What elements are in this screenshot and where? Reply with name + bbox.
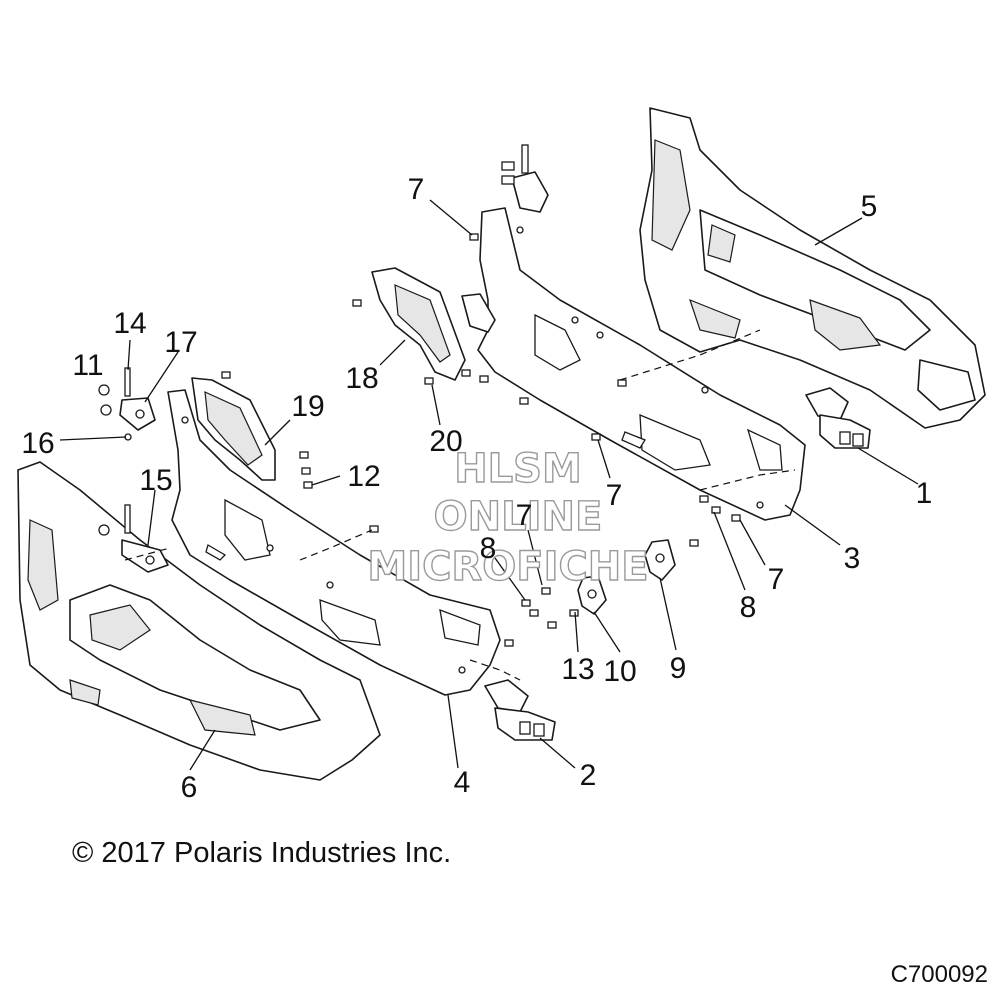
callout-3: 3 — [844, 542, 861, 575]
callout-5: 5 — [861, 190, 878, 223]
callout-11: 11 — [72, 349, 103, 382]
part-2-latch — [484, 679, 556, 741]
callout-7-lower: 7 — [516, 499, 533, 532]
callout-18: 18 — [345, 362, 378, 395]
top-bracket — [461, 144, 549, 333]
callout-14: 14 — [113, 307, 146, 340]
part-4-front-mounting-plate — [167, 389, 501, 696]
callout-20: 20 — [429, 425, 462, 458]
callout-4: 4 — [454, 766, 471, 799]
watermark: HLSM ONLINE MICROFICHE — [367, 445, 650, 590]
part-15-hinge-bracket — [121, 539, 169, 573]
callout-17: 17 — [164, 326, 197, 359]
part-5-rear-cover — [639, 107, 986, 429]
watermark-line-2: ONLINE — [434, 494, 603, 540]
part-10-plate — [577, 575, 607, 615]
callout-15: 15 — [139, 464, 172, 497]
part-1-latch — [805, 387, 871, 449]
watermark-line-1: HLSM — [454, 446, 582, 492]
callout-labels: 1 2 3 4 5 6 7 7 7 7 8 8 9 10 11 12 13 14… — [21, 173, 932, 804]
callout-7-center: 7 — [606, 479, 623, 512]
callout-8-left: 8 — [480, 532, 497, 565]
callout-7-right: 7 — [768, 563, 785, 596]
part-18-bracket-shield — [371, 267, 466, 381]
callout-6: 6 — [181, 771, 198, 804]
callout-7-top: 7 — [408, 173, 425, 206]
callout-13: 13 — [561, 653, 594, 686]
callout-10: 10 — [603, 655, 636, 688]
callout-19: 19 — [291, 390, 324, 423]
part-19-bracket-shield — [191, 377, 276, 481]
part-6-front-cover — [17, 461, 381, 781]
leader-lines — [59, 199, 919, 771]
figure-code: C700092 — [891, 961, 988, 988]
part-9-plate — [644, 539, 676, 581]
callout-8-right: 8 — [740, 591, 757, 624]
callout-9: 9 — [670, 652, 687, 685]
watermark-line-3: MICROFICHE — [367, 544, 648, 590]
callout-16: 16 — [21, 427, 54, 460]
part-3-rear-mounting-plate — [477, 207, 806, 521]
callout-1: 1 — [916, 477, 933, 510]
callout-2: 2 — [580, 759, 597, 792]
callout-12: 12 — [347, 460, 380, 493]
copyright-notice: © 2017 Polaris Industries Inc. — [72, 837, 451, 869]
fasteners — [98, 233, 741, 647]
part-17-hinge-bracket — [119, 397, 156, 431]
assembly-lines — [124, 329, 796, 681]
